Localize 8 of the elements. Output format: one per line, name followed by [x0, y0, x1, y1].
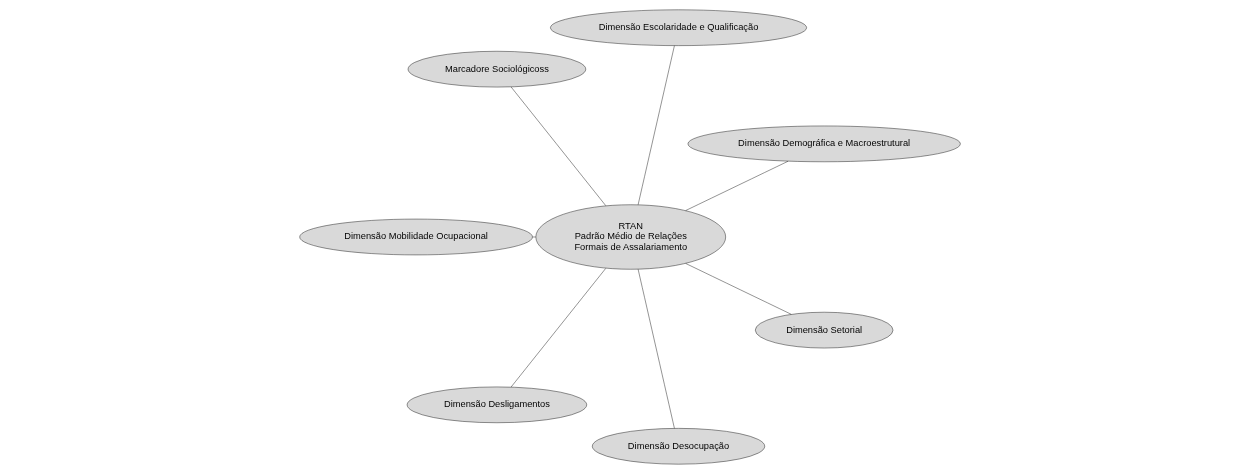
node-ellipse: Dimensão Escolaridade e Qualificação — [549, 9, 807, 46]
node-ellipse: Dimensão Mobilidade Ocupacional — [298, 218, 533, 256]
node-ellipse: Dimensão Setorial — [754, 312, 893, 349]
node-ellipse: RTAN Padrão Médio de Relações Formais de Assalariamento — [535, 204, 726, 270]
node-ellipse: Dimensão Desocupação — [591, 428, 765, 465]
node-ellipse: Dimensão Demográfica e Macroestrutural — [687, 125, 961, 162]
node-ellipse: Dimensão Desligamentos — [406, 386, 587, 423]
node-ellipse: Marcadore Sociológicoss — [407, 51, 586, 88]
